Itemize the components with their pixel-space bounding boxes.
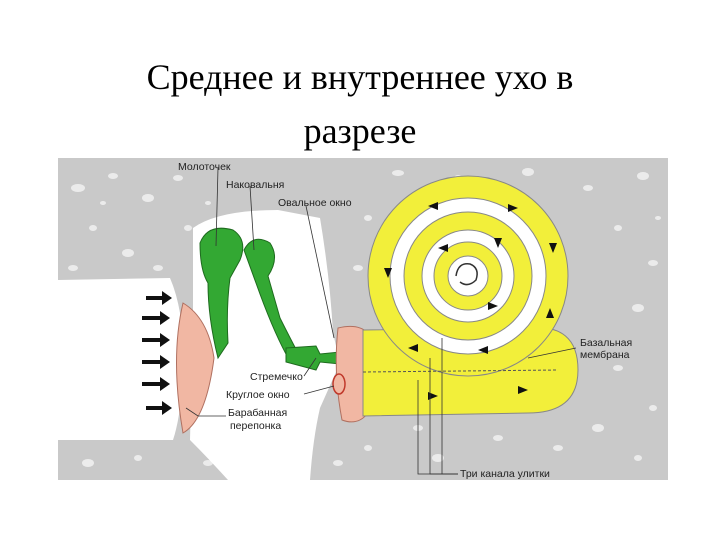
arrow-right-icon [142, 377, 170, 391]
incus [243, 238, 299, 355]
round-window [332, 373, 346, 395]
arrow-right-icon [146, 291, 172, 305]
slide-title: Среднее и внутреннее ухо в разрезе [0, 50, 720, 158]
sound-wave-arrows [142, 291, 172, 415]
title-line-2: разрезе [303, 111, 417, 151]
label-basilar-line2: мембрана [580, 349, 630, 361]
ear-cross-section-diagram: Молоточек Наковальня Овальное окно Стрем… [58, 158, 668, 480]
bone-pores [68, 168, 661, 467]
label-malleus: Молоточек [178, 161, 231, 173]
label-oval-window: Овальное окно [278, 197, 352, 209]
vestibule [335, 325, 369, 423]
cochlea-fluid-arrows [384, 202, 557, 400]
label-round-window: Круглое окно [226, 389, 290, 401]
label-eardrum-line2: перепонка [230, 420, 281, 432]
label-stapes: Стремечко [250, 371, 303, 383]
cochlea-spiral-center [455, 263, 478, 286]
title-line-1: Среднее и внутреннее ухо в [146, 57, 574, 97]
arrow-right-icon [142, 311, 170, 325]
cochlea-spiral-ring-5 [447, 255, 489, 297]
arrow-right-icon [146, 401, 172, 415]
arrow-right-icon [142, 355, 170, 369]
basilar-membrane [362, 369, 559, 373]
leader-lines [185, 167, 577, 475]
eardrum [176, 302, 215, 434]
label-basilar-line1: Базальная [580, 337, 632, 349]
label-eardrum-line1: Барабанная [228, 407, 287, 419]
label-cochlea-canals: Три канала улитки [460, 468, 550, 480]
label-incus: Наковальня [226, 179, 284, 191]
arrow-right-icon [142, 333, 170, 347]
malleus [199, 227, 244, 360]
